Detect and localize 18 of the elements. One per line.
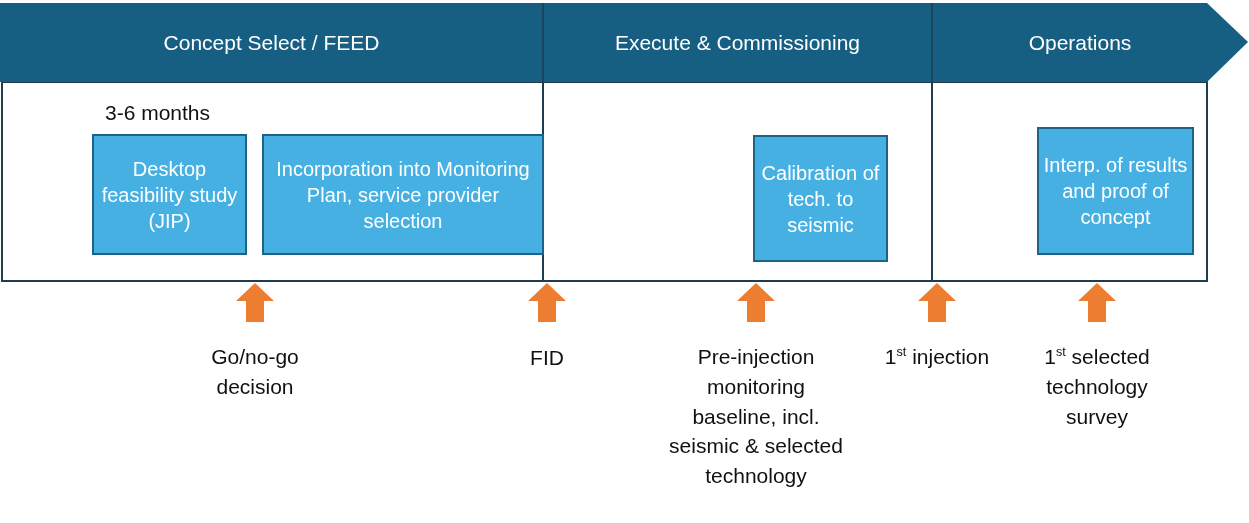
process-box: Calibration of tech. to seismic: [753, 135, 888, 262]
milestone-label: FID: [500, 334, 594, 376]
phase-label: Execute & Commissioning: [543, 3, 932, 82]
milestone-arrow: [737, 283, 775, 322]
milestone-arrow: [918, 283, 956, 322]
process-box: Interp. of results and proof of concept: [1037, 127, 1194, 255]
milestone-arrow: [236, 283, 274, 322]
milestone-label: 1$^{st}$ selected technology survey: [1017, 334, 1177, 434]
milestone-label: Go/no-go decision: [185, 334, 325, 404]
milestone-arrow: [1078, 283, 1116, 322]
process-box: Incorporation into Monitoring Plan, service provider selection: [262, 134, 544, 255]
milestone-arrow: [528, 283, 566, 322]
milestone-label: 1$^{st}$ injection: [877, 334, 997, 404]
phase-label: Operations: [932, 3, 1228, 82]
duration-label: 3-6 months: [105, 101, 211, 125]
process-box: Desktop feasibility study (JIP): [92, 134, 247, 255]
phase-label: Concept Select / FEED: [0, 3, 543, 82]
milestone-label: Pre-injection monitoring baseline, incl. seismic & selected technology: [666, 334, 846, 522]
